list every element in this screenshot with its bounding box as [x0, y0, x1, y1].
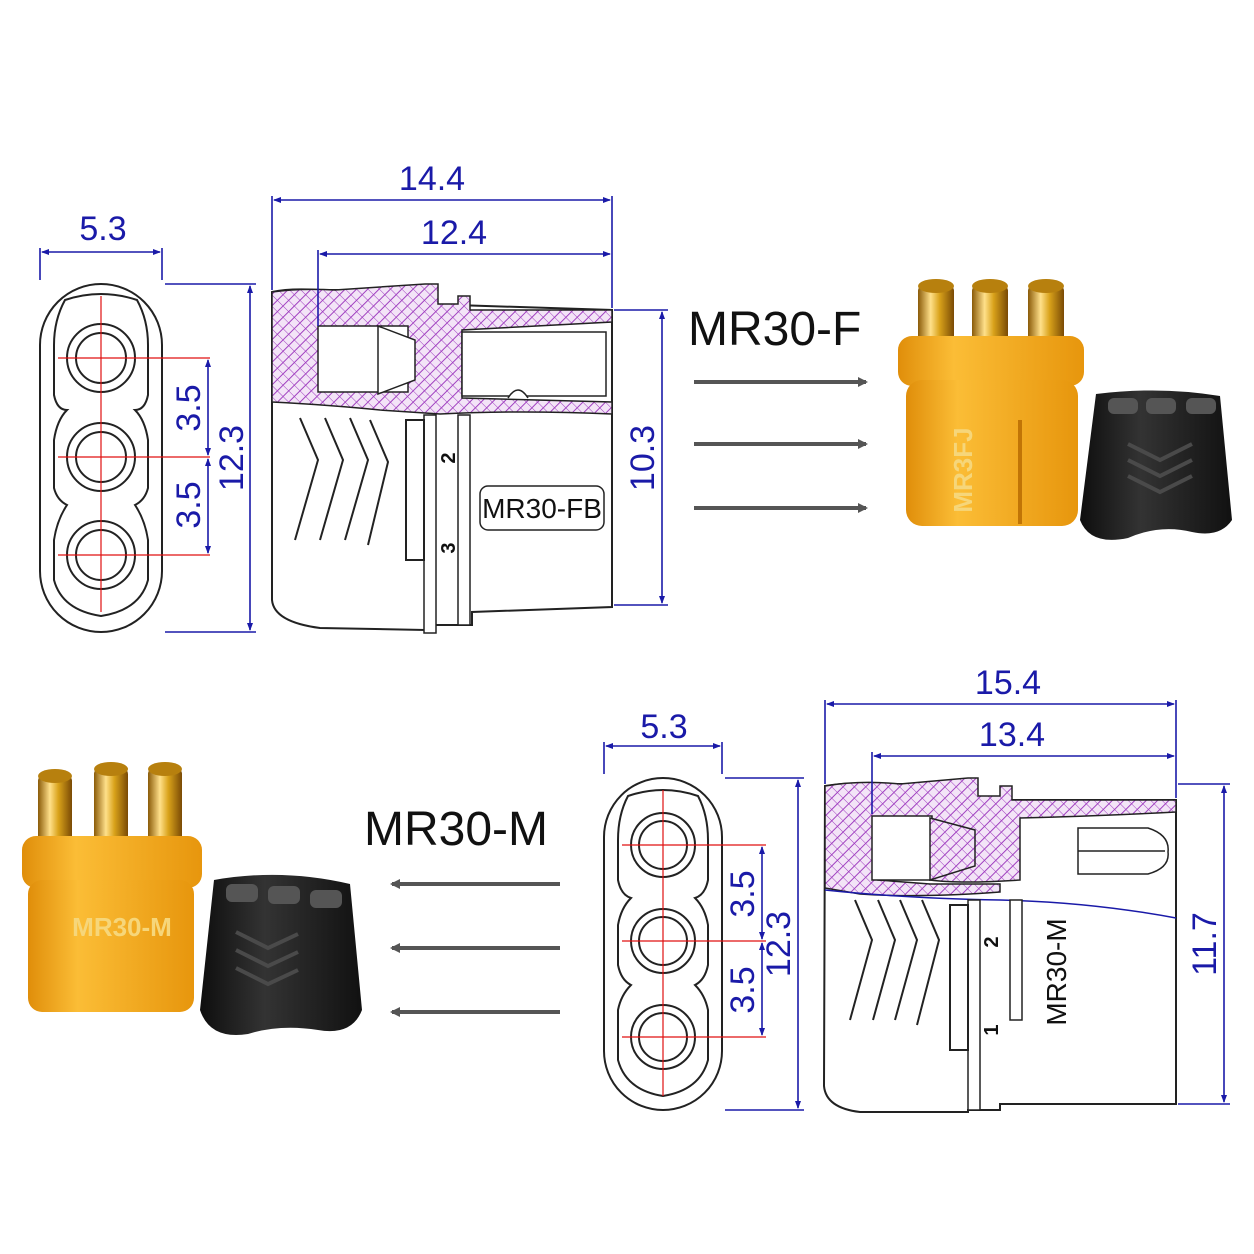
female-pitch-bottom-label: 3.5 [170, 481, 208, 528]
female-title: MR30-F [688, 303, 861, 356]
female-side-view [271, 196, 668, 634]
male-pitch-bottom-label: 3.5 [724, 966, 762, 1013]
male-arrows [390, 879, 560, 1017]
female-cap-photo [1080, 390, 1232, 540]
female-pin-label-b: 3 [438, 542, 460, 553]
male-side-height-label: 11.7 [1186, 912, 1224, 976]
male-overall-length-label: 15.4 [975, 664, 1041, 702]
male-front-view [603, 742, 804, 1111]
male-pin-label-b: 1 [981, 1024, 1003, 1035]
male-connector-photo [22, 762, 202, 1012]
male-side-view [822, 700, 1230, 1113]
female-face-width-label: 5.3 [79, 210, 126, 248]
female-pin-label-a: 2 [438, 452, 460, 463]
male-pitch-top-label: 3.5 [724, 870, 762, 917]
female-overall-length-label: 14.4 [399, 160, 465, 198]
male-face-width-label: 5.3 [640, 708, 687, 746]
female-face-height-label: 12.3 [213, 425, 251, 491]
female-pitch-top-label: 3.5 [170, 384, 208, 431]
male-cap-photo [200, 874, 362, 1035]
female-body-label: MR30-FB [482, 493, 602, 524]
male-pin-label-a: 2 [981, 936, 1003, 947]
female-side-height-label: 10.3 [624, 425, 662, 491]
male-title: MR30-M [364, 803, 548, 856]
female-inner-length-label: 12.4 [421, 214, 487, 252]
male-stamp: MR30-M [72, 912, 172, 942]
female-front-view [39, 248, 256, 633]
male-face-height-label: 12.3 [760, 911, 798, 977]
female-stamp: MR3FJ [948, 427, 978, 512]
male-inner-length-label: 13.4 [979, 716, 1045, 754]
female-connector-photo [898, 279, 1084, 526]
female-arrows [694, 377, 868, 513]
male-body-label: MR30-M [1041, 918, 1072, 1025]
